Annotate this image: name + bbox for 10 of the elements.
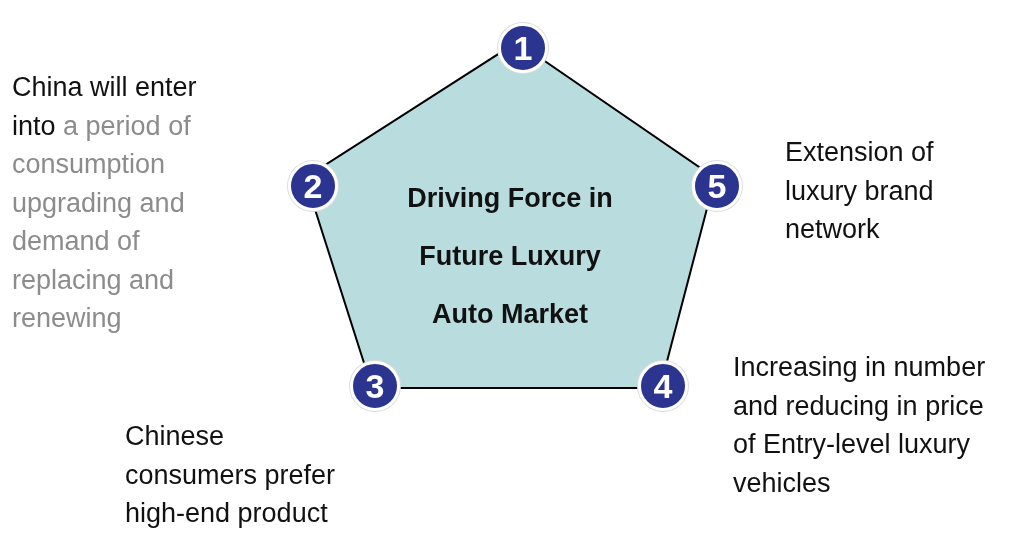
driver-description: Chinese consumers prefer high-end product <box>125 420 337 530</box>
driver-description: Extension of luxury brand network <box>785 136 935 246</box>
step-number: 1 <box>498 23 548 73</box>
step-number: 3 <box>350 361 400 411</box>
driver-description: Increasing in number and reducing in price of Entry-level luxury vehicles <box>733 351 987 500</box>
driver-description: China will enter into a period of consumption upgrading and demand of replacing and renewing <box>12 71 198 335</box>
step-number: 5 <box>692 161 742 211</box>
step-number: 4 <box>638 361 688 411</box>
center-title: Driving Force in Future Luxury Auto Market <box>406 182 614 331</box>
step-number: 2 <box>288 161 338 211</box>
